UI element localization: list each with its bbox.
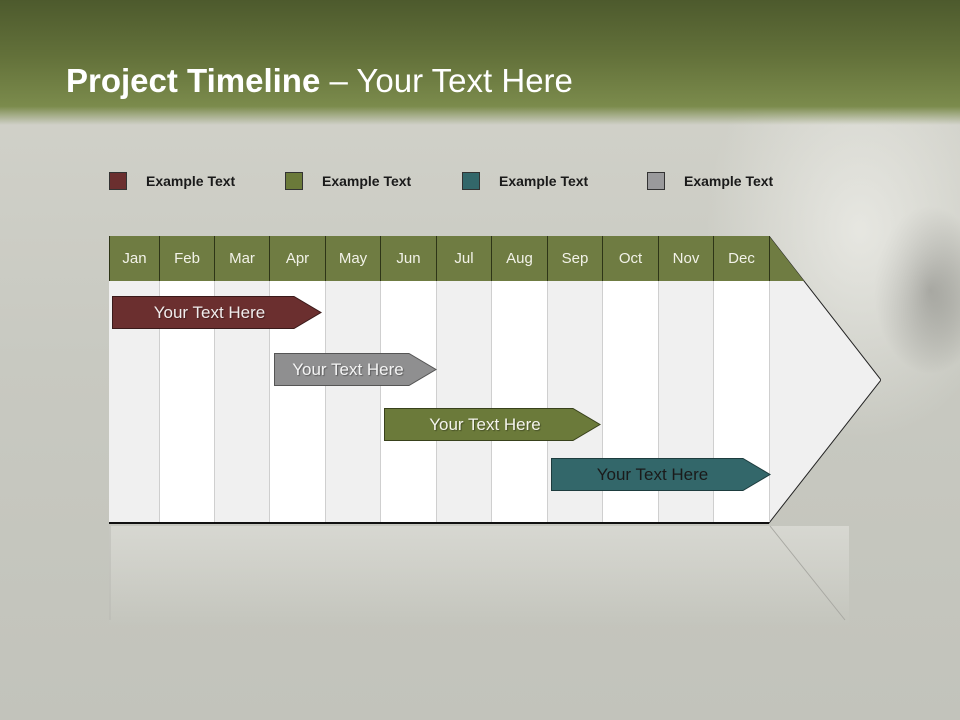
legend-label: Example Text [684,173,774,189]
timeline-bar-3[interactable]: Your Text Here [384,408,601,441]
month-header-may: May [326,236,381,281]
month-header-feb: Feb [160,236,215,281]
bar-arrow-shape [384,408,601,441]
legend-swatch-olive [285,172,303,190]
month-header-oct: Oct [603,236,659,281]
legend-swatch-teal [462,172,480,190]
timeline-chart: Jan Feb Mar Apr May Jun Jul Aug Sep Oct … [109,236,881,526]
chart-reflection [109,526,849,626]
page-title: Project Timeline – Your Text Here [66,60,573,102]
title-rest: – Your Text Here [320,62,573,99]
legend-item: Example Text [109,171,235,191]
bar-arrow-shape [274,353,437,386]
legend-label: Example Text [146,173,236,189]
month-header-nov: Nov [659,236,714,281]
legend-item: Example Text [285,171,411,191]
month-header-jun: Jun [381,236,437,281]
bar-label: Your Text Here [429,414,541,434]
legend-item: Example Text [462,171,588,191]
month-header-jan: Jan [109,236,160,281]
month-column [437,281,492,522]
month-column [381,281,437,522]
bar-arrow-shape [551,458,771,491]
month-header-mar: Mar [215,236,270,281]
title-bold: Project Timeline [66,62,321,99]
month-header-aug: Aug [492,236,548,281]
month-header-sep: Sep [548,236,603,281]
legend-label: Example Text [322,173,412,189]
month-column [326,281,381,522]
month-header-dec: Dec [714,236,770,281]
month-header-apr: Apr [270,236,326,281]
legend-swatch-gray [647,172,665,190]
bar-arrow-shape [112,296,322,329]
timeline-bar-2[interactable]: Your Text Here [274,353,437,386]
timeline-bar-4[interactable]: Your Text Here [551,458,771,491]
legend-item: Example Text [647,171,773,191]
month-column [492,281,548,522]
bar-label: Your Text Here [292,359,404,379]
timeline-bar-1[interactable]: Your Text Here [112,296,322,329]
legend-label: Example Text [499,173,589,189]
legend-swatch-maroon [109,172,127,190]
header-banner [0,0,960,125]
bar-label: Your Text Here [596,464,709,484]
month-header-jul: Jul [437,236,492,281]
bar-label: Your Text Here [153,302,266,322]
